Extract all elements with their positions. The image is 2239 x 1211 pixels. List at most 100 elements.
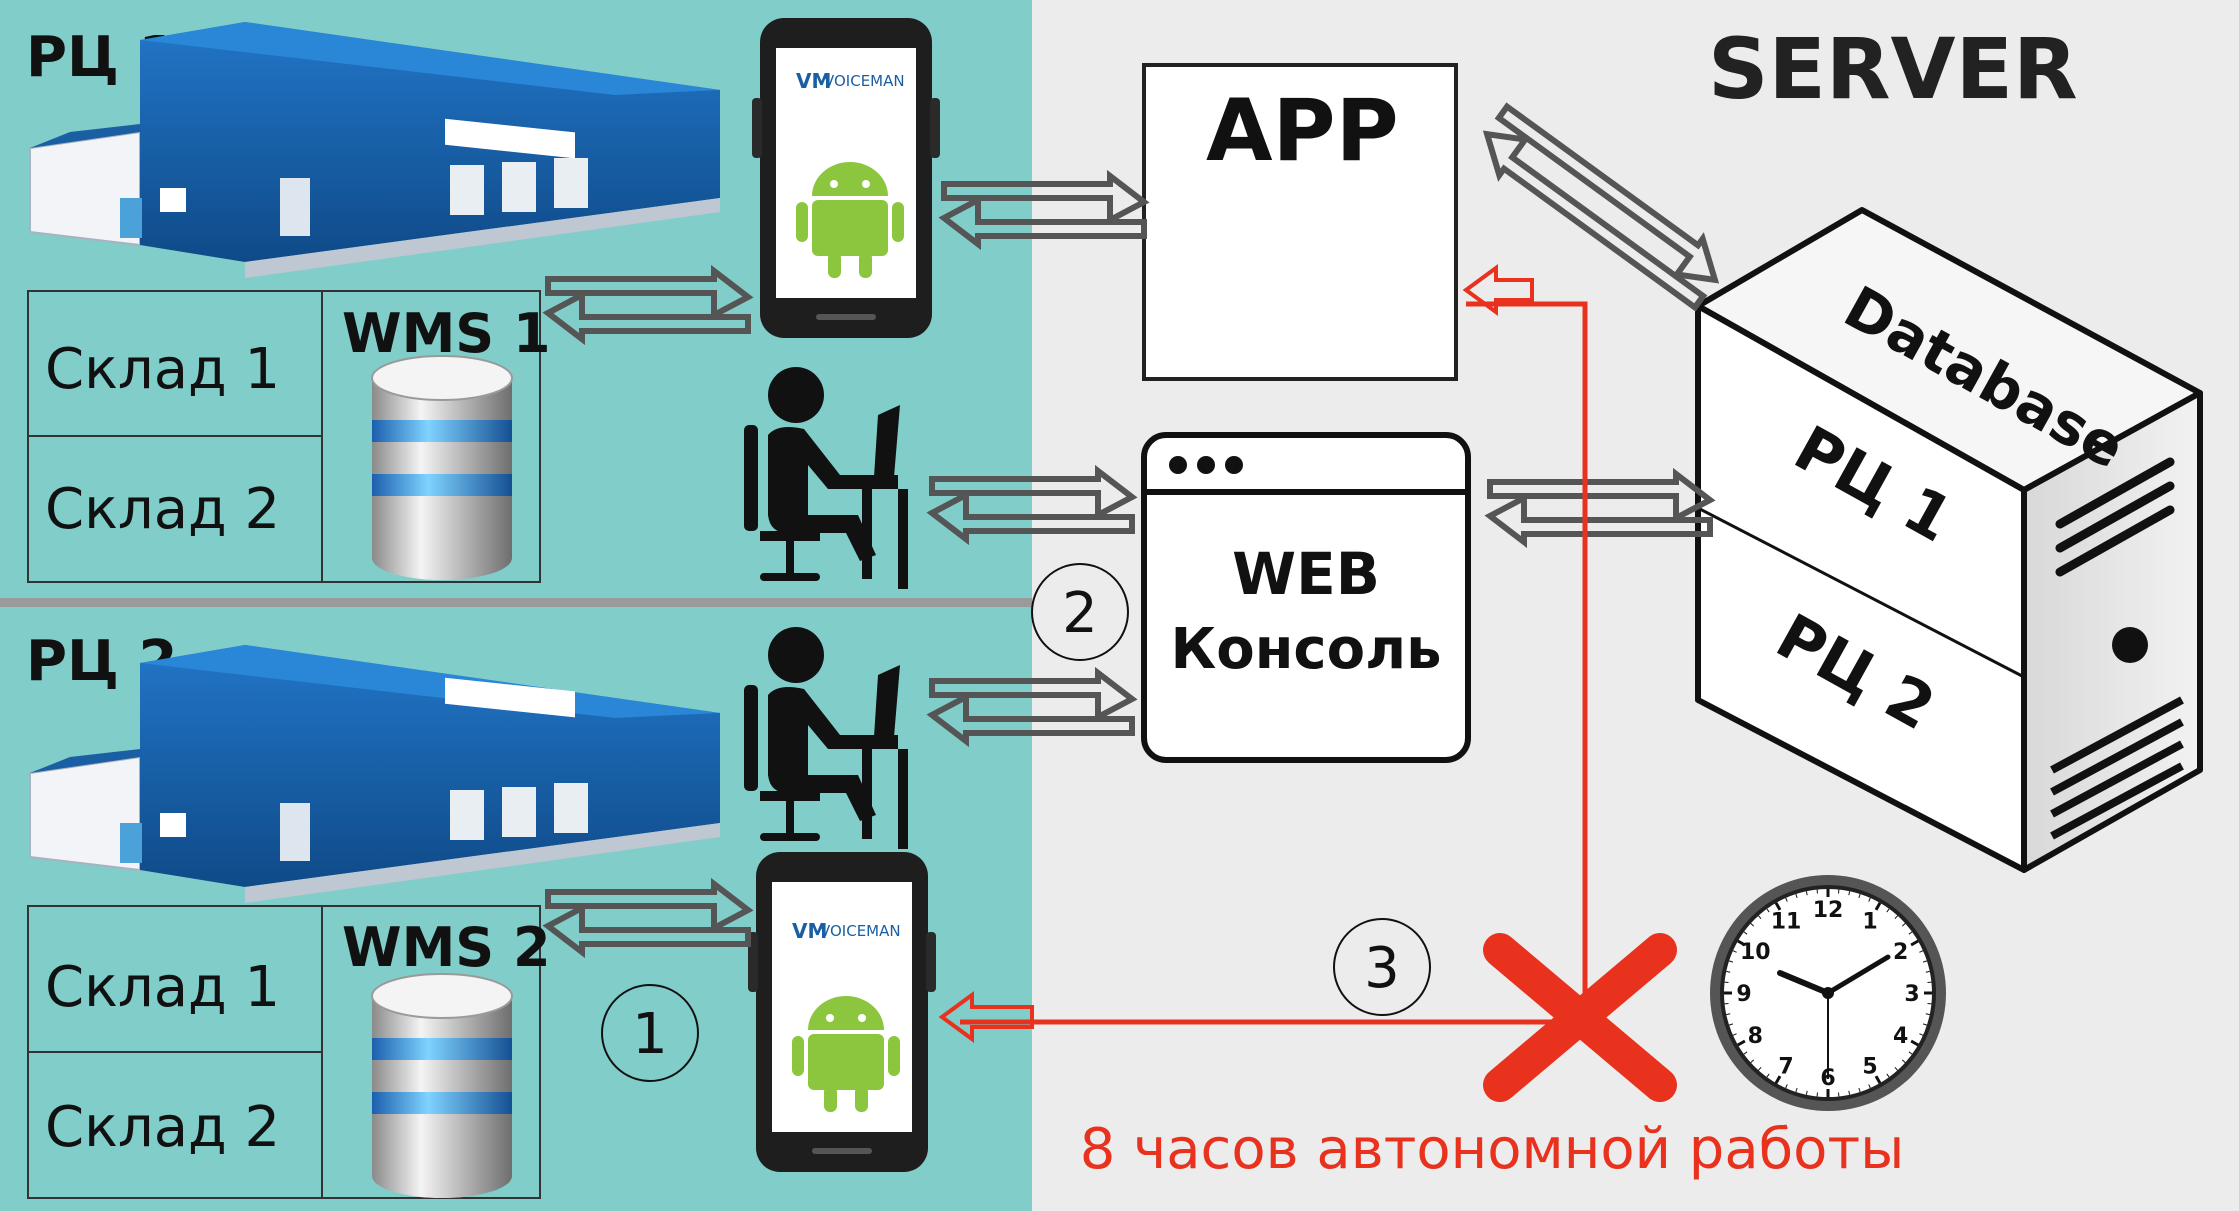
arrow-web-database [1484,467,1716,549]
svg-text:2: 2 [1062,581,1098,646]
console-label: Консоль [1170,617,1441,682]
connection-arrows [542,102,1720,959]
clock-tick [1858,893,1861,899]
clock-number: 4 [1893,1024,1908,1049]
clock-tick [1910,939,1919,947]
site-2-warehouse-2: Склад 2 [45,1095,280,1160]
server-title: SERVER [1708,20,2078,118]
clock-tick [1732,1033,1737,1036]
database-icon [371,355,513,580]
autonomy-caption: 8 часов автономной работы [1080,1117,1905,1182]
clock-tick [1894,1066,1898,1071]
clock-tick [1774,1075,1782,1084]
clock-tick [1868,1084,1871,1089]
arrow-operator2-web [926,666,1138,748]
clock-tick [1925,1013,1930,1016]
handheld-device-1: VM VOICEMAN [752,18,940,338]
clock-tick [1868,897,1871,902]
clock-icon: 121234567891011 [1710,875,1946,1111]
handheld-device-2: VM VOICEMAN [748,852,936,1172]
svg-text:1: 1 [632,1002,668,1067]
red-arrow-to-app [1462,264,1534,316]
clock-tick [1922,1023,1928,1026]
android-icon [796,162,904,278]
clock-tick [1743,931,1748,935]
clock-tick [1901,1059,1906,1063]
warehouse-grid-2: Склад 1 Склад 2 WMS 2 [27,905,551,1199]
clock-tick [1805,1090,1808,1095]
clock-number: 9 [1736,982,1751,1007]
clock-number: 3 [1904,982,1919,1007]
wms-1-label: WMS 1 [342,302,551,365]
clock-tick [1901,923,1906,927]
clock-number: 12 [1813,898,1844,923]
clock-number: 8 [1748,1024,1763,1049]
clock-tick [1785,897,1788,902]
wms-2-label: WMS 2 [342,916,551,979]
web-label: WEB [1232,540,1380,608]
site-1-warehouse-2: Склад 2 [45,477,280,542]
clock-tick [1758,1066,1762,1071]
clock-tick [1732,950,1737,953]
database-icon [371,973,513,1198]
clock-tick [1874,902,1882,911]
clock-number: 7 [1778,1055,1793,1080]
clock-tick [1750,1059,1755,1063]
site-1-warehouse-1: Склад 1 [45,337,280,402]
site-divider [0,598,1032,607]
site-2-warehouse-1: Склад 1 [45,955,280,1020]
clock-tick [1919,1033,1924,1036]
marker-2: 2 [1031,563,1129,661]
device-logo: VM [792,919,827,943]
clock-tick [1726,1013,1731,1016]
device-brand: VOICEMAN [824,72,905,90]
server-side: SERVER APP WEB Консоль Database РЦ 1 РЦ … [1141,20,2203,1111]
clock-tick [1908,1051,1913,1055]
marker-1: 1 [601,984,699,1082]
clock-number: 1 [1862,909,1877,934]
clock-tick [1848,1090,1851,1095]
clock-tick [1726,970,1731,973]
clock-tick [1894,915,1898,920]
device-logo: VM [796,69,831,93]
app-box: APP [1142,63,1458,381]
clock-tick [1785,1084,1788,1089]
clock-tick [1766,1073,1770,1078]
arrow-device1-app [938,169,1150,251]
clock-tick [1766,908,1770,913]
clock-tick [1774,902,1782,911]
operator-icon [744,627,908,849]
arrow-wms2-device2 [542,877,754,959]
site-2: РЦ 2 Склад 1 Склад 2 WMS 2 [26,627,936,1199]
clock-number: 11 [1771,909,1802,934]
clock-tick [1737,939,1746,947]
clock-tick [1886,1073,1890,1078]
arrow-app-database [1482,102,1720,312]
database-server: Database РЦ 1 РЦ 2 [1695,207,2203,873]
web-console-window: WEB Консоль [1141,432,1471,763]
device-brand: VOICEMAN [820,922,901,940]
clock-tick [1919,950,1924,953]
clock-tick [1848,891,1851,896]
clock-number: 2 [1893,940,1908,965]
clock-tick [1737,1039,1746,1047]
clock-tick [1758,915,1762,920]
red-arrow-to-device [938,991,1034,1043]
warehouse-building-1 [29,22,720,278]
disconnect-cross-icon [1483,933,1677,1102]
clock-tick [1728,1023,1734,1026]
clock-tick [1886,908,1890,913]
clock-tick [1908,931,1913,935]
clock-tick [1795,1087,1798,1093]
clock-tick [1750,923,1755,927]
clock-tick [1922,960,1928,963]
site-1: РЦ 1 Склад 1 Склад 2 WMS 1 [26,18,940,589]
clock-tick [1925,970,1930,973]
clock-tick [1795,893,1798,899]
clock-tick [1805,891,1808,896]
clock-tick [1858,1087,1861,1093]
clock-tick [1743,1051,1748,1055]
clock-tick [1910,1039,1919,1047]
svg-text:3: 3 [1364,936,1400,1001]
